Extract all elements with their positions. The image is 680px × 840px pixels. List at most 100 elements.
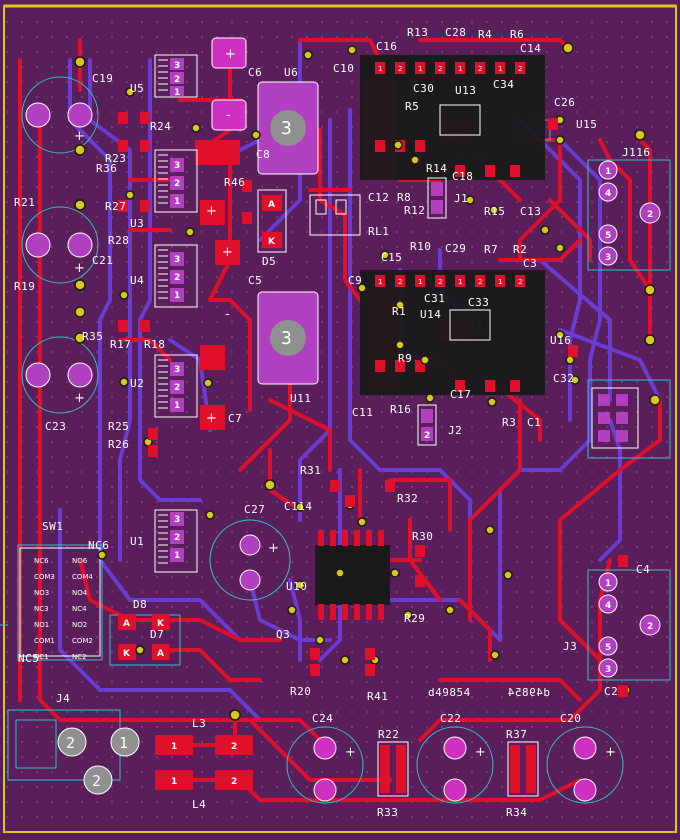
svg-text:+: + — [222, 245, 233, 260]
svg-text:R21: R21 — [14, 196, 35, 209]
header-j1-j2: 2 — [417, 177, 447, 446]
regulator-outlines — [154, 54, 198, 573]
svg-text:2: 2 — [424, 431, 430, 441]
polarity-marks: + + + + + + + + + + - — [74, 129, 616, 760]
svg-text:5: 5 — [605, 231, 611, 241]
svg-text:1: 1 — [458, 278, 462, 286]
svg-text:C34: C34 — [493, 78, 514, 91]
svg-text:1: 1 — [171, 742, 177, 752]
svg-text:C13: C13 — [520, 205, 541, 218]
svg-text:4: 4 — [605, 601, 611, 611]
svg-text:3: 3 — [281, 328, 292, 349]
svg-text:R8: R8 — [397, 191, 411, 204]
svg-text:C32: C32 — [553, 372, 574, 385]
svg-text:U4: U4 — [130, 274, 144, 287]
svg-text:NO3: NO3 — [34, 589, 49, 597]
svg-text:C27: C27 — [244, 503, 265, 516]
svg-text:R29: R29 — [404, 612, 425, 625]
svg-text:NC2: NC2 — [72, 653, 87, 661]
svg-text:C19: C19 — [92, 72, 113, 85]
svg-text:U1: U1 — [130, 535, 144, 548]
svg-text:U10: U10 — [286, 580, 307, 593]
svg-text:C12: C12 — [368, 191, 389, 204]
svg-text:-: - — [226, 108, 231, 123]
diode-d5: A K — [257, 189, 287, 253]
svg-text:R35: R35 — [82, 330, 103, 343]
svg-text:1: 1 — [174, 291, 180, 301]
svg-text:3: 3 — [174, 515, 180, 525]
svg-text:C4: C4 — [636, 563, 650, 576]
svg-text:R26: R26 — [108, 438, 129, 451]
svg-text:J4: J4 — [56, 692, 70, 705]
svg-text:3: 3 — [605, 665, 611, 675]
svg-text:R30: R30 — [412, 530, 433, 543]
svg-text:NO6: NO6 — [72, 557, 88, 565]
svg-text:C23: C23 — [45, 420, 66, 433]
svg-text:A: A — [123, 619, 130, 629]
power-resistors — [377, 741, 539, 797]
svg-text:U11: U11 — [290, 392, 311, 405]
svg-text:COM2: COM2 — [72, 637, 93, 645]
svg-text:R6: R6 — [510, 28, 524, 41]
svg-text:COM1: COM1 — [34, 637, 55, 645]
svg-text:R32: R32 — [397, 492, 418, 505]
svg-text:C33: C33 — [468, 296, 489, 309]
power-inductors: 3 3 — [257, 81, 319, 385]
svg-text:+: + — [206, 204, 217, 219]
svg-text:1: 1 — [605, 579, 611, 589]
svg-text:R33: R33 — [377, 806, 398, 819]
svg-text:C17: C17 — [450, 388, 471, 401]
svg-text:2: 2 — [174, 179, 180, 189]
svg-text:1: 1 — [605, 167, 611, 177]
svg-text:NC3: NC3 — [34, 605, 49, 613]
svg-text:J1: J1 — [454, 192, 468, 205]
svg-text:U13: U13 — [455, 84, 476, 97]
svg-text:+: + — [225, 47, 236, 62]
svg-text:C24: C24 — [312, 712, 333, 725]
svg-text:L3: L3 — [192, 717, 206, 730]
svg-text:R34: R34 — [506, 806, 527, 819]
svg-text:C29: C29 — [445, 242, 466, 255]
svg-text:+: + — [206, 411, 217, 426]
svg-text:2: 2 — [398, 278, 402, 286]
svg-text:C8: C8 — [256, 148, 270, 161]
svg-text:J3: J3 — [563, 640, 577, 653]
svg-text:R37: R37 — [506, 728, 527, 741]
svg-text:2: 2 — [518, 65, 522, 73]
svg-text:3: 3 — [174, 61, 180, 71]
svg-text:C5: C5 — [248, 274, 262, 287]
opamp-cluster-bottom — [360, 270, 545, 395]
svg-text:R16: R16 — [390, 403, 411, 416]
svg-text:C20: C20 — [560, 712, 581, 725]
svg-text:3: 3 — [174, 365, 180, 375]
svg-text:1: 1 — [174, 401, 180, 411]
svg-text:U6: U6 — [284, 66, 298, 79]
svg-text:C14: C14 — [520, 42, 541, 55]
svg-text:NC4: NC4 — [72, 605, 87, 613]
svg-text:COM4: COM4 — [72, 573, 93, 581]
svg-text:R28: R28 — [108, 234, 129, 247]
svg-text:U3: U3 — [130, 217, 144, 230]
svg-text:R19: R19 — [14, 280, 35, 293]
misc-smd-pads — [118, 112, 628, 697]
svg-text:1: 1 — [174, 551, 180, 561]
svg-text:C2: C2 — [604, 685, 618, 698]
svg-text:C26: C26 — [554, 96, 575, 109]
connector-j116: 14 53 2 — [598, 160, 661, 266]
svg-text:C15: C15 — [381, 251, 402, 264]
vias — [74, 42, 661, 721]
svg-text:1: 1 — [498, 65, 502, 73]
svg-text:U16: U16 — [550, 334, 571, 347]
svg-text:R25: R25 — [108, 420, 129, 433]
svg-text:2: 2 — [518, 278, 522, 286]
svg-text:R41: R41 — [367, 690, 388, 703]
svg-text:1: 1 — [498, 278, 502, 286]
svg-text:2: 2 — [231, 742, 237, 752]
heatsink-hatch — [158, 59, 168, 564]
svg-text:2: 2 — [438, 278, 442, 286]
svg-text:3: 3 — [174, 255, 180, 265]
svg-text:R17: R17 — [110, 338, 131, 351]
